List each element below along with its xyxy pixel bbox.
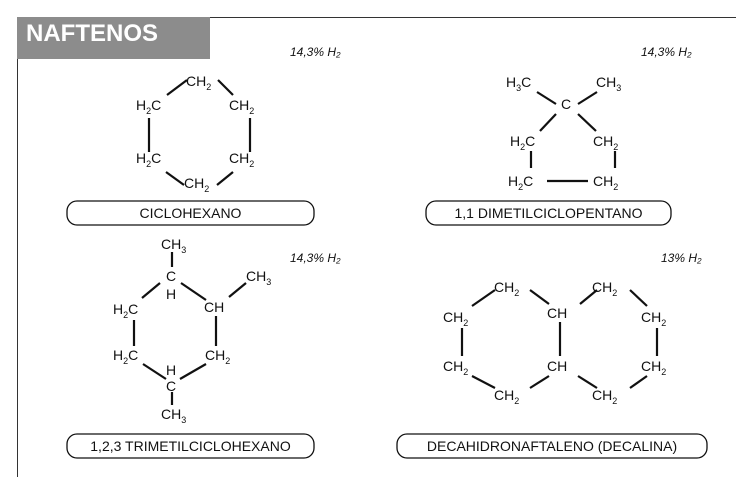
- atom-ch2: CH2: [229, 97, 254, 116]
- name-box: [66, 433, 315, 459]
- atom-ch2: CH2: [205, 347, 230, 366]
- atom-h: H: [166, 362, 176, 378]
- atom-ch2: CH2: [494, 387, 519, 406]
- h2-percent: 14,3% H₂: [641, 45, 692, 59]
- atom-h2c: H2C: [113, 347, 138, 366]
- h2-percent: 14,3% H₂: [290, 45, 341, 59]
- atom-ch2: CH2: [592, 279, 617, 298]
- atom-ch2: CH2: [443, 358, 468, 377]
- h2-percent: 14,3% H₂: [290, 251, 341, 265]
- h2-percent: 13% H₂: [661, 251, 702, 265]
- atom-h2c: H2C: [508, 173, 533, 192]
- section-title: NAFTENOS: [26, 20, 158, 47]
- name-box: [396, 433, 708, 459]
- name-box: [66, 200, 315, 226]
- atom-ch2: CH2: [641, 309, 666, 328]
- atom-h3c: H3C: [506, 74, 531, 93]
- atom-ch3: CH3: [246, 268, 271, 287]
- compound-name: 1,2,3 TRIMETILCICLOHEXANO: [90, 438, 291, 454]
- atom-h2c: H2C: [113, 301, 138, 320]
- atom-ch2: CH2: [184, 175, 209, 194]
- figure-frame: [17, 17, 736, 477]
- atom-ch: CH: [547, 358, 567, 374]
- atom-ch2: CH2: [592, 387, 617, 406]
- atom-c: C: [561, 96, 571, 112]
- atom-ch2: CH2: [229, 150, 254, 169]
- atom-c: C: [166, 378, 176, 394]
- atom-c: C: [166, 268, 176, 284]
- name-box: [425, 200, 672, 226]
- compound-name: 1,1 DIMETILCICLOPENTANO: [454, 205, 642, 221]
- compound-name: CICLOHEXANO: [140, 205, 242, 221]
- atom-ch2: CH2: [593, 173, 618, 192]
- atom-h2c: H2C: [510, 133, 535, 152]
- atom-ch3: CH3: [161, 406, 186, 425]
- atom-ch2: CH2: [186, 73, 211, 92]
- atom-h: H: [166, 286, 176, 302]
- atom-ch2: CH2: [641, 358, 666, 377]
- atom-ch: CH: [204, 299, 224, 315]
- atom-ch3: CH3: [596, 74, 621, 93]
- compound-name: DECAHIDRONAFTALENO (DECALINA): [427, 438, 677, 454]
- atom-ch3: CH3: [161, 236, 186, 255]
- atom-ch: CH: [547, 305, 567, 321]
- atom-ch2: CH2: [593, 133, 618, 152]
- atom-ch2: CH2: [494, 279, 519, 298]
- atom-h2c: H2C: [136, 97, 161, 116]
- atom-h2c: H2C: [136, 150, 161, 169]
- atom-ch2: CH2: [443, 309, 468, 328]
- bonds: [132, 79, 659, 405]
- section-header: NAFTENOS: [17, 17, 210, 59]
- atom-labels: CH2 H2C CH2 H2C CH2 CH2 H3C CH3 C H2C CH…: [113, 73, 666, 425]
